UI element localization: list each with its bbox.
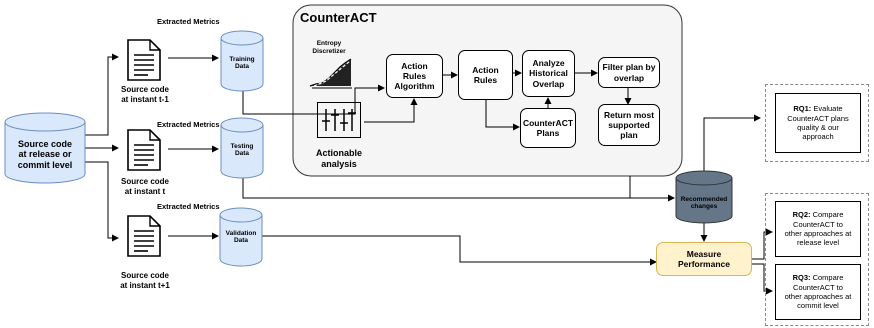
doc-caption-t: Source code at instant t [120,177,169,196]
source-code-cylinder: Source code at release or commit level [4,112,86,184]
training-data-label: Training Data [229,56,255,71]
extracted-metrics-label-1: Extracted Metrics [157,17,220,26]
extracted-metrics-label-3: Extracted Metrics [157,202,220,211]
rq3-box: RQ3: Compare CounterACT to other approac… [775,264,861,320]
rq2-box: RQ2: Compare CounterACT to other approac… [775,201,861,257]
action-rules-box: Action Rules [458,50,513,100]
action-rules-algorithm-box: Action Rules Algorithm [386,54,443,98]
rq3-id: RQ3: [792,273,811,283]
entropy-discretizer-icon [308,57,354,94]
cylinder-shape [4,112,86,184]
recommended-changes-label: Recommended changes [680,196,728,211]
rq1-id: RQ1: [793,104,812,114]
actionable-analysis-label: Actionable analysis [315,148,362,169]
rq2-id: RQ2: [792,210,811,220]
source-code-label: Source code at release or commit level [17,139,73,170]
testing-data-cylinder: Testing Data [220,117,264,179]
rq2-text: Compare CounterACT to other approaches a… [784,210,852,248]
validation-data-label: Validation Data [225,230,257,245]
document-icon-t [126,128,162,177]
rq2-rq3-outer-frame [765,193,869,326]
document-icon-t-minus-1 [126,38,162,87]
filter-plan-box: Filter plan by overlap [598,57,660,88]
validation-data-cylinder: Validation Data [219,207,263,267]
counteract-title: CounterACT [300,10,377,25]
recommended-changes-cylinder: Recommended changes [675,170,733,224]
rq1-box: RQ1: Evaluate CounterACT plans quality &… [775,93,861,153]
rq3-text: Compare CounterACT to other approaches a… [784,273,852,311]
measure-performance-box: Measure Performance [656,242,752,276]
doc-caption-t-minus-1: Source code at instant t-1 [120,85,169,104]
counteract-plans-box: CounterACT Plans [520,108,576,148]
doc-caption-t-plus-1: Source code at instant t+1 [120,271,170,290]
rq1-text: Evaluate CounterACT plans quality & our … [787,104,849,142]
testing-data-label: Testing Data [230,143,254,158]
rq1-outer-frame [765,84,869,162]
entropy-discretizer-label: Entropy Discretizer [312,40,346,56]
analyze-historical-overlap-box: Analyze Historical Overlap [522,50,575,97]
training-data-cylinder: Training Data [220,30,264,92]
extracted-metrics-label-2: Extracted Metrics [157,120,220,129]
actionable-analysis-icon [317,102,361,138]
return-plan-box: Return most supported plan [598,104,660,146]
document-icon-t-plus-1 [126,214,162,263]
